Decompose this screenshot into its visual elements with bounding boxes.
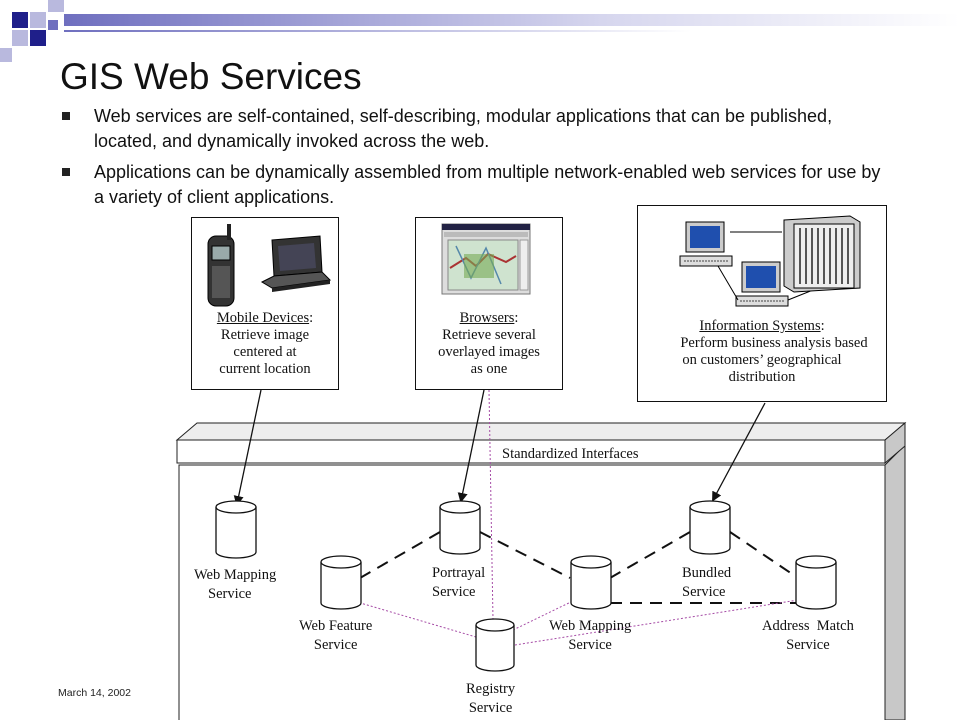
cylinder-registry-icon	[475, 618, 515, 672]
cylinder-wfs-icon	[320, 555, 362, 610]
registry-links	[339, 389, 799, 646]
label-line: Service	[313, 637, 358, 653]
label-line: Service	[208, 586, 252, 602]
bullet-square-icon	[62, 168, 70, 176]
mobile-line-2: centered at	[233, 344, 297, 360]
arrow-info	[712, 402, 766, 502]
browsers-line-3: as one	[470, 361, 508, 377]
bullet-square-icon	[62, 112, 70, 120]
computers-server-icon	[679, 215, 861, 307]
label-line: Web Mapping	[194, 567, 277, 583]
bullet-text: Applications can be dynamically assemble…	[94, 162, 881, 207]
database-cylinders	[215, 500, 837, 672]
top-gradient-bar	[64, 14, 960, 26]
corner-square-6	[0, 48, 12, 62]
standardized-interfaces-bar	[175, 421, 907, 465]
cylinder-bundled-icon	[689, 500, 731, 555]
info-heading: Information Systems	[699, 318, 821, 334]
page-title: GIS Web Services	[60, 56, 362, 97]
browsers-text: Browsers: Retrieve several overlayed ima…	[416, 310, 562, 378]
browsers-heading-colon: :	[514, 310, 519, 326]
panel-mobile-devices: Mobile Devices: Retrieve image centered …	[191, 217, 339, 390]
info-line-3: distribution	[728, 369, 796, 385]
label-line: Web Mapping	[549, 618, 632, 634]
info-text: Information Systems: Perform business an…	[638, 318, 886, 386]
label-line: Service	[432, 584, 476, 600]
label-wfs: Web Feature Service	[299, 617, 372, 655]
bullet-text: Web services are self-contained, self-de…	[94, 106, 833, 151]
cylinder-wms-top-icon	[215, 500, 257, 559]
corner-square-4	[30, 30, 46, 46]
service-container-box	[178, 443, 906, 720]
cylinder-wms-mid-icon	[570, 555, 612, 610]
label-line: Registry	[466, 681, 516, 697]
arrow-mobile	[233, 389, 262, 506]
info-heading-colon: :	[820, 318, 825, 334]
top-gradient-bar-thin	[64, 30, 960, 32]
dashed-links	[359, 531, 799, 604]
label-line: Web Feature	[299, 618, 373, 634]
footer-date: March 14, 2002	[58, 687, 131, 699]
corner-square-5	[48, 0, 64, 12]
label-line: Service	[682, 584, 726, 600]
arrow-browsers	[457, 389, 485, 503]
mobile-heading-colon: :	[309, 310, 314, 326]
label-wms-mid: Web Mapping Service	[549, 617, 631, 655]
label-line: Bundled	[682, 565, 732, 581]
mobile-text: Mobile Devices: Retrieve image centered …	[192, 310, 338, 378]
browser-map-icon	[441, 223, 531, 295]
mobile-line-3: current location	[219, 361, 311, 377]
corner-square-7	[48, 20, 58, 30]
mobile-line-1: Retrieve image	[220, 327, 310, 343]
label-wms-top: Web Mapping Service	[194, 566, 276, 604]
panel-information-systems: Information Systems: Perform business an…	[637, 205, 887, 402]
client-arrows	[233, 389, 766, 506]
info-line-2: on customers’ geographical	[682, 352, 842, 368]
label-line: Service	[468, 700, 513, 716]
panel-browsers: Browsers: Retrieve several overlayed ima…	[415, 217, 563, 390]
bullet-item-2: Applications can be dynamically assemble…	[62, 160, 892, 212]
standardized-interfaces-label: Standardized Interfaces	[502, 446, 639, 462]
mobile-heading: Mobile Devices	[216, 310, 310, 326]
label-line: Portrayal	[432, 565, 486, 581]
cylinder-portrayal-icon	[439, 500, 481, 555]
corner-square-3	[12, 30, 28, 46]
corner-square-2	[30, 12, 46, 28]
browsers-line-2: overlayed images	[438, 344, 540, 360]
label-registry: Registry Service	[466, 680, 515, 718]
cylinder-address-icon	[795, 555, 837, 610]
label-line: Service	[786, 637, 830, 653]
label-line: Service	[568, 637, 612, 653]
label-bundled: Bundled Service	[682, 564, 731, 602]
info-line-1: Perform business analysis based	[680, 335, 868, 351]
bullet-item-1: Web services are self-contained, self-de…	[62, 104, 892, 156]
corner-square-1	[12, 12, 28, 28]
browsers-line-1: Retrieve several	[442, 327, 536, 343]
mobile-phone-laptop-icon	[207, 224, 332, 307]
browsers-heading: Browsers	[459, 310, 515, 326]
label-portrayal: Portrayal Service	[432, 564, 485, 602]
label-address-match: Address Match Service	[762, 617, 854, 655]
label-line: Address Match	[762, 618, 854, 634]
